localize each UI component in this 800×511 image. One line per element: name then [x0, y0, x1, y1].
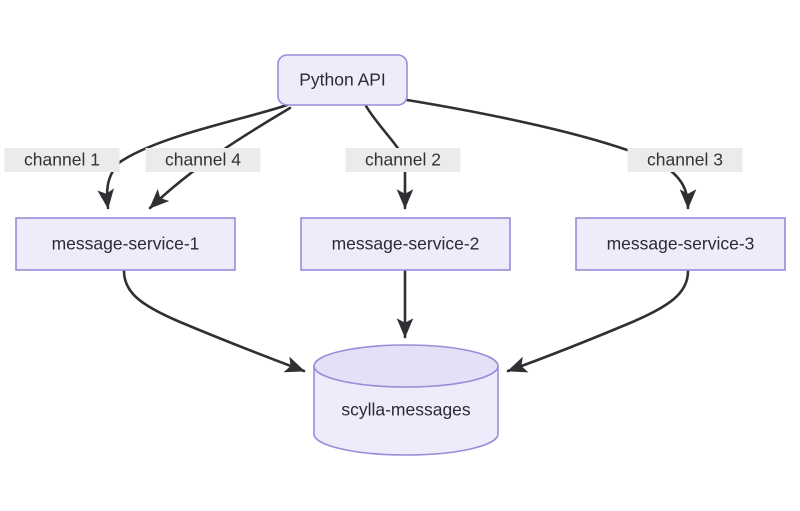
node-message-service-3[interactable]: message-service-3 [575, 217, 786, 271]
edge-label-background [627, 148, 743, 172]
edge-message-service-3-to-scylla-messages [506, 269, 690, 373]
edge-label-text: channel 2 [365, 150, 441, 170]
node-shape [300, 217, 511, 271]
cylinder-top [313, 344, 499, 388]
edge-channel-3 [405, 98, 697, 210]
edge-label-background [145, 148, 261, 172]
edge-label-channel-1: channel 1 [4, 148, 120, 172]
node-message-service-1[interactable]: message-service-1 [15, 217, 236, 271]
edge-label-channel-4: channel 4 [145, 148, 261, 172]
edge-label-background [345, 148, 461, 172]
edge-label-channel-2: channel 2 [345, 148, 461, 172]
node-label: Python API [299, 70, 386, 90]
node-shape [15, 217, 236, 271]
node-shape [277, 54, 408, 106]
edge-label-background [4, 148, 120, 172]
node-label: message-service-1 [52, 234, 200, 254]
node-label: message-service-3 [607, 234, 755, 254]
edge-channel-1 [97, 103, 289, 210]
node-message-service-2[interactable]: message-service-2 [300, 217, 511, 271]
cylinder-body [313, 365, 499, 456]
edge-label-text: channel 3 [647, 150, 723, 170]
edge-labels-layer: channel 1 channel 4 channel 2 channel 3 [4, 148, 743, 172]
edge-message-service-1-to-scylla-messages [122, 269, 306, 373]
node-scylla-messages[interactable]: scylla-messages [313, 344, 499, 456]
edge-channel-4 [148, 106, 292, 210]
edge-label-channel-3: channel 3 [627, 148, 743, 172]
node-label: message-service-2 [332, 234, 480, 254]
nodes-layer: Python API message-service-1 message-servi… [15, 54, 786, 456]
node-label: scylla-messages [341, 400, 471, 420]
edge-label-text: channel 1 [24, 150, 100, 170]
edges-layer [97, 98, 697, 373]
edge-label-text: channel 4 [165, 150, 241, 170]
node-shape [575, 217, 786, 271]
node-python-api[interactable]: Python API [277, 54, 408, 106]
